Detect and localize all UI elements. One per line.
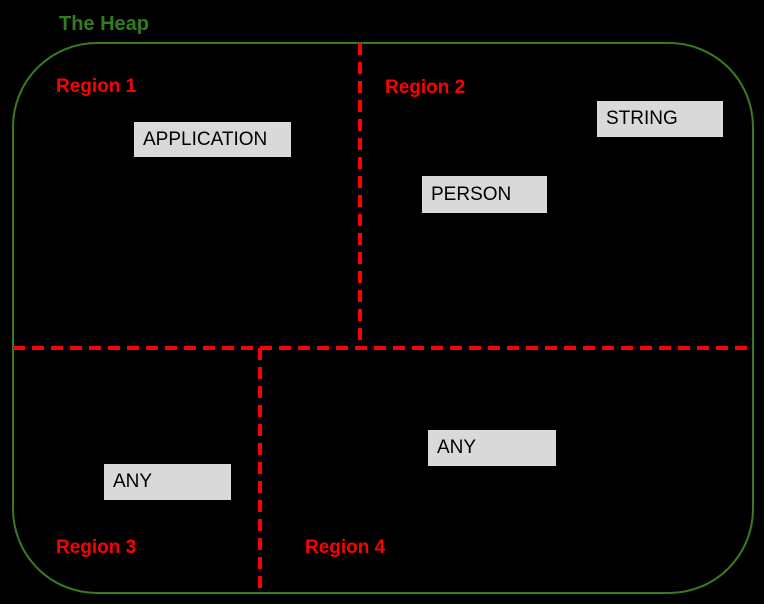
heap-boundary-outline: [12, 42, 754, 594]
box-person: PERSON: [421, 175, 548, 214]
box-any-region3: ANY: [103, 463, 232, 501]
region-2-label: Region 2: [385, 77, 466, 98]
box-any-region4: ANY: [427, 429, 557, 467]
region-1-label: Region 1: [56, 76, 137, 97]
heap-title: The Heap: [59, 13, 150, 35]
box-application: APPLICATION: [133, 121, 292, 158]
region-4-label: Region 4: [305, 537, 386, 558]
box-string: STRING: [596, 100, 724, 138]
region-3-label: Region 3: [56, 537, 137, 558]
